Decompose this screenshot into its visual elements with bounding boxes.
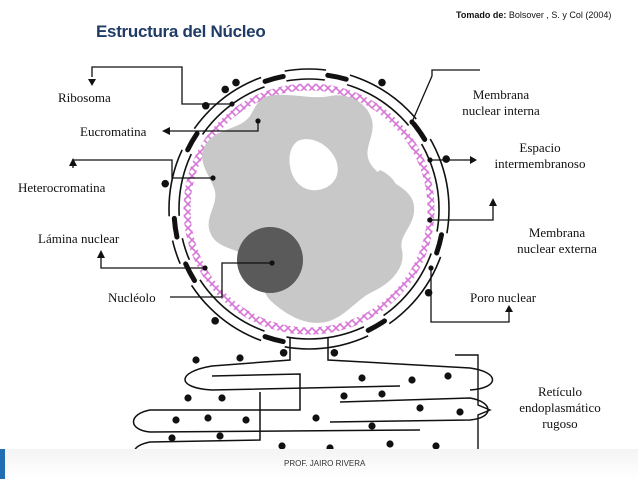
- label-espacio-line1: Espacio: [519, 140, 561, 155]
- er-ribosome: [456, 408, 464, 416]
- er-ribosome: [216, 432, 224, 440]
- ribosome: [279, 348, 288, 357]
- label-espacio-intermembranoso: Espacio intermembranoso: [480, 140, 600, 172]
- source-citation: Tomado de: Bolsover , S. y Col (2004): [456, 10, 611, 20]
- nuclear-pore: [183, 261, 198, 284]
- ribosome: [232, 78, 240, 87]
- page-title: Estructura del Núcleo: [96, 22, 266, 41]
- inner-membrane: [178, 78, 440, 340]
- nuclear-pore: [434, 232, 445, 256]
- footer: PROF. JAIRO RIVERA: [0, 449, 638, 479]
- label-membrana-interna: Membrana nuclear interna: [446, 87, 556, 119]
- nuclear-pore: [171, 215, 180, 240]
- chromatin-lobe: [375, 170, 400, 209]
- ribosome: [221, 85, 230, 94]
- er-ribosome: [172, 416, 180, 424]
- label-membrana-interna-line1: Membrana: [472, 87, 530, 102]
- nuclear-pores: [167, 68, 449, 349]
- source-prefix: Tomado de:: [456, 10, 507, 20]
- nuclear-pore: [262, 73, 286, 84]
- ribosome: [378, 78, 386, 87]
- er-ribosome: [218, 394, 226, 402]
- label-reticulo-line3: rugoso: [542, 416, 578, 431]
- label-membrana-externa-line2: nuclear externa: [517, 241, 597, 256]
- ribosome: [161, 179, 170, 188]
- label-membrana-interna-line2: nuclear interna: [462, 103, 540, 118]
- er-ribosome: [358, 374, 366, 382]
- label-membrana-externa-line1: Membrana: [528, 225, 586, 240]
- heterochromatin: [202, 94, 415, 323]
- label-membrana-externa: Membrana nuclear externa: [502, 225, 612, 257]
- er-ribosomes: [168, 354, 464, 452]
- er-ribosome: [386, 440, 394, 448]
- footer-accent: [0, 449, 5, 479]
- label-nucleolo: Nucléolo: [108, 290, 156, 305]
- er-ribosome: [236, 354, 244, 362]
- er-ribosome: [242, 416, 250, 424]
- footer-band: [0, 449, 638, 479]
- label-heterocromatina: Heterocromatina: [18, 180, 106, 195]
- er-ribosome: [408, 376, 416, 384]
- leader-dots: [202, 101, 434, 271]
- nuclear-pore: [325, 72, 349, 82]
- nuclear-pore: [185, 131, 200, 153]
- source-text: Bolsover , S. y Col (2004): [508, 10, 612, 20]
- er-ribosome: [368, 422, 376, 430]
- label-eucromatina: Eucromatina: [80, 124, 147, 139]
- er-ribosome: [184, 394, 192, 402]
- er-ribosome: [204, 414, 212, 422]
- er-ribosome: [278, 442, 286, 450]
- nuclear-pore: [365, 318, 387, 333]
- er-ribosome: [416, 404, 424, 412]
- er-ribosome: [312, 414, 320, 422]
- label-lamina-nuclear: Lámina nuclear: [38, 231, 120, 246]
- er-ribosome: [378, 390, 386, 398]
- er-ribosome: [432, 442, 440, 450]
- nuclear-lamina: [183, 83, 435, 335]
- er-ribosome: [192, 356, 200, 364]
- er-ribosome: [340, 392, 348, 400]
- ribosome: [201, 101, 210, 110]
- leader-lines: [72, 66, 510, 323]
- ribosome: [211, 317, 219, 325]
- label-reticulo: Retículo endoplasmático rugoso: [505, 384, 615, 432]
- footer-author: PROF. JAIRO RIVERA: [284, 459, 366, 468]
- nuclear-pore: [262, 334, 286, 345]
- euchromatin-cavity: [289, 139, 338, 191]
- ribosome: [330, 348, 339, 357]
- membrane-ribosomes: [161, 78, 450, 357]
- outer-membrane: [168, 68, 450, 350]
- nuclear-pore: [411, 121, 428, 142]
- er-ribosome: [444, 372, 452, 380]
- label-ribosoma: Ribosoma: [58, 90, 111, 105]
- ribosome: [442, 155, 450, 163]
- arrowheads: [69, 79, 513, 312]
- label-espacio-line2: intermembranoso: [494, 156, 586, 171]
- label-poro-nuclear: Poro nuclear: [470, 290, 537, 305]
- nucleolus: [237, 227, 303, 293]
- label-reticulo-line1: Retículo: [537, 384, 583, 399]
- label-reticulo-line2: endoplasmático: [519, 400, 601, 415]
- er-ribosome: [168, 434, 176, 442]
